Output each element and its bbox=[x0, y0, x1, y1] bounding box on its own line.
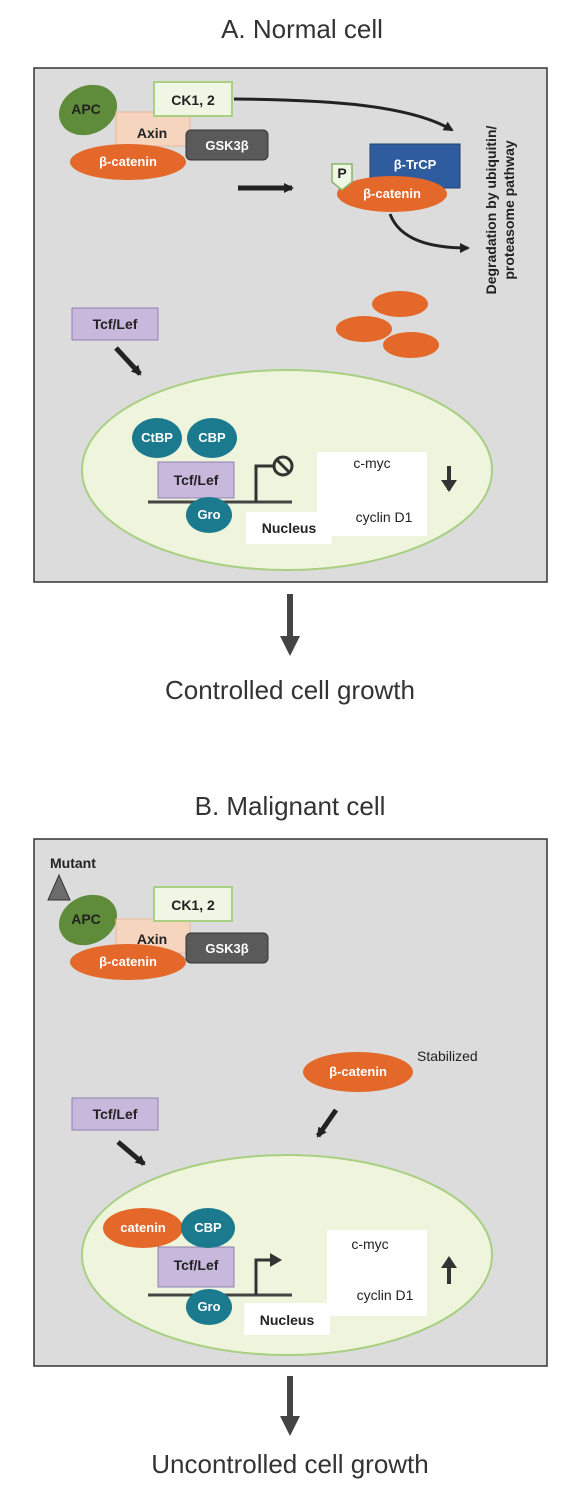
gro-label-a: Gro bbox=[197, 507, 220, 522]
cbp-shape-b bbox=[181, 1208, 235, 1248]
gsk-label: GSK3β bbox=[205, 138, 248, 153]
degradation-arrow bbox=[388, 213, 470, 253]
tcf-box-nuc-b bbox=[157, 1246, 235, 1288]
promoter-b bbox=[254, 1258, 272, 1295]
panel-a-title: A. Normal cell bbox=[221, 14, 383, 44]
degradation-text: Degradation by ubiquitin/ proteasome pat… bbox=[483, 126, 517, 295]
degradation-line1: Degradation by ubiquitin/ bbox=[483, 126, 499, 295]
degradation-line2: proteasome pathway bbox=[501, 140, 517, 279]
bcat-label: β-catenin bbox=[99, 154, 157, 169]
gro-shape-a bbox=[186, 497, 232, 533]
apc-label: APC bbox=[71, 101, 101, 117]
catenin-shape bbox=[103, 1208, 183, 1248]
cbp-shape-a bbox=[187, 418, 237, 458]
bcat-shape-b bbox=[70, 944, 186, 980]
phosphate-label: P bbox=[337, 165, 346, 181]
bcat-label-b: β-catenin bbox=[99, 954, 157, 969]
mutant-icon bbox=[47, 873, 71, 901]
up-arrow-icon bbox=[441, 1256, 457, 1268]
cyclin-label-a: cyclin D1 bbox=[356, 509, 413, 525]
ctbp-shape bbox=[132, 418, 182, 458]
tcf-box-b bbox=[71, 1097, 159, 1131]
outcome-b: Uncontrolled cell growth bbox=[151, 1449, 428, 1479]
destruction-complex-a: APC Axin CK1, 2 GSK3β β-catenin bbox=[58, 81, 269, 180]
nucleus-label-b: Nucleus bbox=[260, 1312, 315, 1328]
apc-label-b: APC bbox=[71, 911, 101, 927]
tcf-nuc-label-a: Tcf/Lef bbox=[174, 472, 219, 488]
ck-shape bbox=[153, 81, 233, 117]
tcf-nuc-label-b: Tcf/Lef bbox=[174, 1257, 219, 1273]
outcome-arrow-a bbox=[280, 636, 300, 656]
free-bcat-blob bbox=[336, 316, 392, 342]
catenin-label: catenin bbox=[120, 1220, 166, 1235]
promoter-a bbox=[254, 464, 274, 502]
down-arrow-icon bbox=[441, 480, 457, 492]
gsk-shape bbox=[185, 129, 269, 161]
ck-to-degradation-arrow bbox=[233, 97, 454, 132]
target-genes-box-b bbox=[327, 1230, 427, 1316]
axin-shape bbox=[115, 111, 191, 147]
stabilized-label: Stabilized bbox=[417, 1048, 478, 1064]
free-bcat-blob bbox=[383, 332, 439, 358]
tcf-box-nuc-a bbox=[157, 461, 235, 499]
gsk-shape-b bbox=[185, 932, 269, 964]
apc-shape-b bbox=[58, 894, 118, 946]
tcf-label-b: Tcf/Lef bbox=[93, 1106, 138, 1122]
bcat2-label: β-catenin bbox=[363, 186, 421, 201]
axin-label-b: Axin bbox=[137, 931, 167, 947]
ck-label: CK1, 2 bbox=[171, 92, 215, 108]
blocked-icon bbox=[272, 455, 294, 477]
bcat2-shape bbox=[337, 176, 447, 212]
bcat-entry-arrow bbox=[315, 1108, 339, 1138]
nucleus-label-a: Nucleus bbox=[262, 520, 317, 536]
cmyc-label-b: c-myc bbox=[351, 1236, 388, 1252]
free-bcat-blob bbox=[372, 291, 428, 317]
nucleus-label-box-b bbox=[244, 1303, 330, 1335]
tcf-entry-arrow-b bbox=[116, 1140, 146, 1166]
apc-shape bbox=[58, 84, 118, 136]
mutant-label: Mutant bbox=[50, 855, 96, 871]
bcat-shape bbox=[70, 144, 186, 180]
gsk-label-b: GSK3β bbox=[205, 941, 248, 956]
stabilized-bcat-label: β-catenin bbox=[329, 1064, 387, 1079]
outcome-arrow-b bbox=[280, 1416, 300, 1436]
ctbp-label: CtBP bbox=[141, 430, 173, 445]
outcome-a: Controlled cell growth bbox=[165, 675, 415, 705]
blocked-icon bbox=[275, 458, 291, 474]
target-genes-box-a bbox=[317, 452, 427, 536]
phosphate-tag bbox=[331, 163, 353, 191]
cbp-label-b: CBP bbox=[194, 1220, 222, 1235]
cyclin-label-b: cyclin D1 bbox=[357, 1287, 414, 1303]
gro-label-b: Gro bbox=[197, 1299, 220, 1314]
tcf-label-a: Tcf/Lef bbox=[93, 316, 138, 332]
promoter-arrow-icon bbox=[270, 1253, 282, 1267]
destruction-complex-b: APC Axin CK1, 2 GSK3β β-catenin bbox=[58, 886, 269, 980]
stabilized-bcat-shape bbox=[303, 1052, 413, 1092]
tcf-entry-arrow-a bbox=[114, 346, 142, 376]
cbp-label-a: CBP bbox=[198, 430, 226, 445]
gro-shape-b bbox=[186, 1289, 232, 1325]
axin-label: Axin bbox=[137, 125, 167, 141]
bcat-trcp-complex: β-TrCP β-catenin P bbox=[331, 143, 461, 212]
tcf-box-a bbox=[71, 307, 159, 341]
ck-shape-b bbox=[153, 886, 233, 922]
panel-b-title: B. Malignant cell bbox=[195, 791, 386, 821]
cmyc-label-a: c-myc bbox=[353, 455, 390, 471]
ck-label-b: CK1, 2 bbox=[171, 897, 215, 913]
btrcp-label: β-TrCP bbox=[394, 157, 437, 172]
